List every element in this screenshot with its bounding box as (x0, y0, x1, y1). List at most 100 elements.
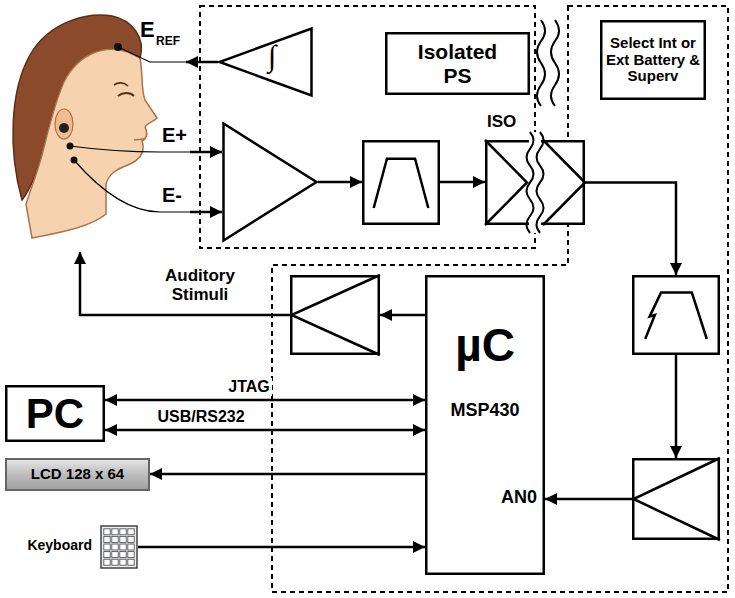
signal-arrow (440, 181, 485, 184)
adc-amplifier (632, 458, 720, 540)
text-holder: LCD 128 x 64 (5, 458, 150, 491)
node-outline (290, 275, 380, 355)
node-outline (632, 458, 720, 540)
node-outline (362, 140, 440, 225)
shape-stroke (104, 536, 110, 542)
shape-stroke (128, 559, 134, 565)
lcd-display: LCD 128 x 64 (5, 458, 150, 491)
lead-wire (74, 160, 222, 212)
shape-stroke (633, 459, 719, 539)
node-text: µC (425, 320, 545, 372)
barrier-gap (538, 20, 558, 106)
shape-stroke (112, 529, 118, 535)
shape-stroke (537, 132, 544, 233)
node-text: Keyboard (27, 538, 92, 554)
pc-box: PC (5, 385, 105, 442)
shape-stroke (291, 276, 379, 354)
connector-layer (105, 182, 676, 547)
barrier-wave (551, 20, 559, 106)
node-text: ∫ (268, 39, 276, 73)
output-amplifier (290, 275, 380, 355)
signal-name: E (140, 18, 155, 43)
bus-label: JTAG (226, 378, 271, 396)
text-holder: Isolated PS (385, 32, 530, 95)
filter-box (632, 275, 720, 355)
node-text: LCD 128 x 64 (31, 466, 124, 483)
head-illustration (13, 15, 157, 238)
shape-stroke (374, 159, 429, 208)
integrator-triangle: ∫ (218, 27, 313, 97)
shape-stroke (386, 33, 529, 94)
shape-stroke (104, 559, 110, 565)
eye (118, 93, 134, 96)
supply-region (272, 6, 728, 592)
isolated-region (200, 6, 535, 248)
shape-stroke (363, 141, 439, 224)
shape-stroke (645, 293, 707, 339)
earphone (59, 123, 69, 133)
shape-stroke (120, 552, 126, 558)
bandpass-filter (362, 140, 440, 225)
shape-stroke (104, 552, 110, 558)
barrier-wave (537, 20, 545, 106)
signal-label: Auditory Stimuli (140, 266, 260, 304)
signal-arrow (105, 399, 425, 402)
shape-stroke (128, 552, 134, 558)
isolation-amplifier: ISO (485, 140, 585, 225)
shape-stroke (104, 529, 110, 535)
signal-arrow (105, 429, 425, 432)
node-text: PC (26, 390, 84, 437)
power-supply-box: Isolated PS (385, 32, 530, 95)
input-arrow (190, 151, 222, 154)
microcontroller-box: µC MSP430AN0 (425, 275, 545, 575)
signal-arrow (138, 546, 425, 549)
shape-stroke (128, 536, 134, 542)
shape-stroke (220, 29, 312, 96)
shape-stroke (224, 124, 317, 241)
node-outline (222, 122, 318, 242)
text-holder: Select Int or Ext Battery & Superv (600, 20, 706, 100)
lead-wire (70, 146, 222, 152)
shape-stroke (112, 552, 118, 558)
shape-stroke (120, 536, 126, 542)
node-outline (485, 140, 585, 225)
signal-arrow (380, 314, 425, 317)
ear (55, 109, 73, 139)
mouth (134, 139, 144, 140)
signal-arrow (318, 181, 362, 184)
node-text: Select Int or Ext Battery & Superv (604, 35, 702, 85)
node-text: Isolated PS (410, 40, 505, 87)
keyboard-icon: Keyboard (100, 525, 138, 569)
text-holder: PC (5, 385, 105, 442)
shape-stroke (601, 21, 705, 99)
amplifier-triangle (222, 122, 318, 242)
shape-stroke (120, 529, 126, 535)
node-outline (218, 27, 313, 97)
shape-stroke (120, 544, 126, 550)
stimulus-wire (80, 252, 290, 315)
signal-name: E- (162, 184, 182, 206)
input-arrow (190, 211, 222, 214)
shape-stroke (527, 132, 534, 233)
shape-stroke (292, 275, 381, 355)
shape-stroke (101, 526, 137, 568)
shape-stroke (104, 544, 110, 550)
eyebrow (114, 83, 128, 86)
shape-stroke (6, 386, 104, 441)
signal-name: E+ (162, 124, 187, 146)
lead-wire (118, 47, 186, 62)
face (26, 49, 157, 238)
node-outline (100, 525, 138, 569)
signal-subscript: REF (156, 35, 180, 48)
node-text: ISO (487, 112, 516, 131)
signal-arrow (675, 355, 678, 458)
node-text: MSP430 (425, 400, 545, 420)
node-text: AN0 (501, 487, 537, 507)
shape-stroke (633, 276, 719, 354)
shape-stroke (112, 544, 118, 550)
shape-stroke (634, 458, 721, 540)
shape-stroke (112, 559, 118, 565)
battery-select-box: Select Int or Ext Battery & Superv (600, 20, 706, 100)
node-outline (632, 275, 720, 355)
